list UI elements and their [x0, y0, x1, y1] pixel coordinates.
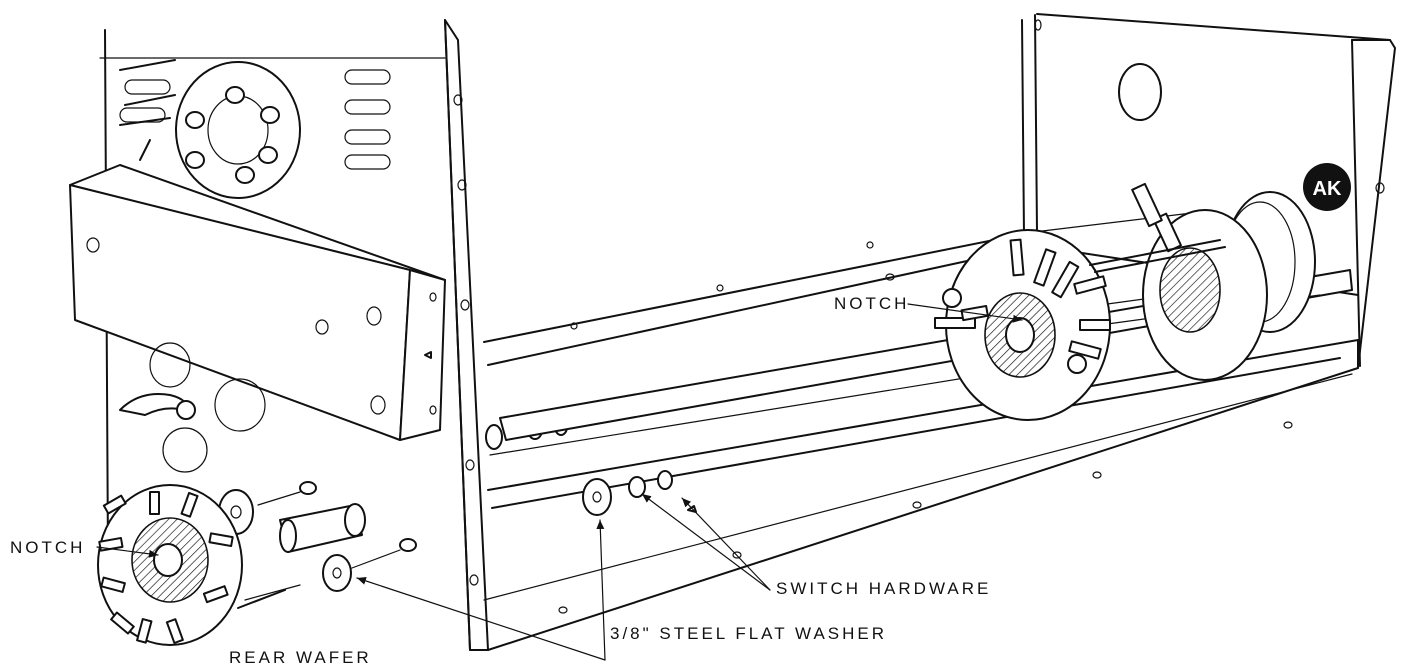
switch-hardware-arrow-2 — [681, 497, 771, 591]
flat-washer-arrow-1 — [596, 519, 606, 661]
switch-hardware-label: SWITCH HARDWARE — [776, 579, 991, 598]
left-flat-washer — [322, 554, 352, 592]
switch-hardware-arrow-1 — [641, 493, 771, 591]
left-panel-cutouts — [119, 342, 266, 473]
notch-label-left: NOTCH — [10, 538, 85, 557]
panel-hole — [1118, 63, 1162, 121]
main-switch-assembly — [499, 182, 1353, 441]
tube-socket-area — [119, 59, 391, 199]
notch-label-right: NOTCH — [834, 294, 909, 313]
shield-box — [69, 164, 446, 441]
step-badge-text: AK — [1313, 178, 1342, 200]
rear-wafer-label: REAR WAFER — [229, 648, 372, 667]
step-badge: AK — [1303, 163, 1351, 211]
chassis-screw-holes — [453, 19, 1385, 614]
notch-left-arrow — [96, 546, 159, 558]
notch-right-arrow — [907, 303, 1023, 323]
rear-wafer — [97, 484, 286, 646]
callout-arrows — [96, 303, 1023, 661]
flat-washer — [582, 478, 612, 516]
flat-washer-label: 3/8" STEEL FLAT WASHER — [610, 624, 887, 643]
flat-washer-arrow-2 — [356, 577, 606, 661]
left-shaft-assembly — [218, 481, 417, 601]
hex-nut — [657, 470, 673, 490]
lock-washer — [628, 476, 646, 498]
